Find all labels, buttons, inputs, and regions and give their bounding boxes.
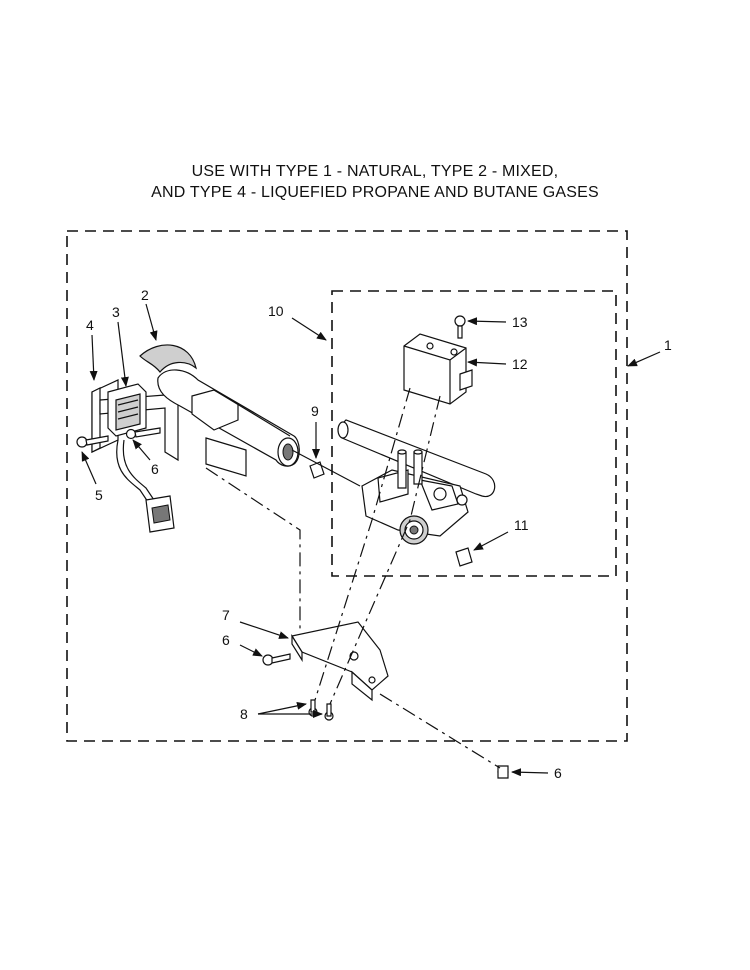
valve-assembly-boundary (331, 290, 617, 577)
callout-label-12: 12 (512, 356, 528, 372)
callout-8: 8 (240, 701, 323, 722)
igniter-coil-part (107, 383, 147, 437)
callout-11: 11 (473, 517, 529, 551)
callout-7: 7 (222, 607, 289, 639)
screw-part (76, 427, 161, 448)
diagram-title-line-2: AND TYPE 4 - LIQUEFIED PROPANE AND BUTAN… (151, 184, 599, 201)
callout-6a: 6 (132, 439, 159, 477)
callout-label-3: 3 (112, 304, 120, 320)
diagram-title-line-1: USE WITH TYPE 1 - NATURAL, TYPE 2 - MIXE… (191, 163, 559, 180)
callout-label-7: 7 (222, 607, 230, 623)
callout-10: 10 (268, 303, 327, 341)
callout-label-6a: 6 (151, 461, 159, 477)
callout-9: 9 (311, 403, 320, 459)
callout-label-2: 2 (141, 287, 149, 303)
callout-label-9: 9 (311, 403, 319, 419)
callout-12: 12 (467, 356, 528, 372)
callout-1: 1 (627, 337, 672, 367)
assembly-phantom-lines (205, 387, 501, 769)
callout-label-11: 11 (514, 517, 529, 533)
callout-label-13: 13 (512, 314, 528, 330)
outer-assembly-boundary (66, 230, 628, 742)
callout-3: 3 (112, 304, 129, 387)
callout-13: 13 (467, 314, 528, 330)
mounting-bracket-part (291, 621, 389, 702)
callout-6b: 6 (222, 632, 263, 657)
burner-tube-part (139, 344, 300, 477)
callout-label-6b: 6 (222, 632, 230, 648)
callout-6c: 6 (511, 765, 562, 781)
callout-label-8: 8 (240, 706, 248, 722)
callout-5: 5 (81, 451, 103, 503)
gas-valve-body (337, 419, 496, 545)
valve-fitting-part (455, 547, 473, 567)
callout-label-1: 1 (664, 337, 672, 353)
coil-screw-part (454, 315, 466, 339)
callout-2: 2 (141, 287, 158, 341)
callout-label-10: 10 (268, 303, 284, 319)
fitting-part (309, 461, 325, 479)
callout-4: 4 (86, 317, 98, 381)
callout-label-4: 4 (86, 317, 94, 333)
callout-label-6c: 6 (554, 765, 562, 781)
callout-label-5: 5 (95, 487, 103, 503)
wire-harness (116, 439, 175, 533)
solenoid-coil-part (403, 333, 473, 405)
